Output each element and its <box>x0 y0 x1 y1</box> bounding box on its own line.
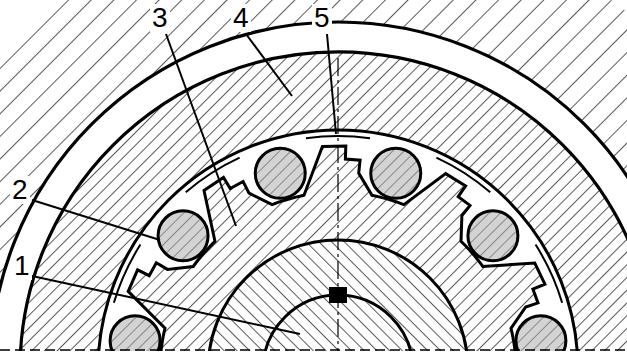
leader-lines <box>32 34 336 334</box>
leader-line <box>327 34 336 134</box>
sleeve-band <box>0 22 627 351</box>
cage-strip <box>436 158 490 193</box>
leader-line <box>246 34 292 96</box>
callout-number: 3 <box>150 4 170 32</box>
callout-number: 5 <box>312 4 332 32</box>
callout-number: 1 <box>12 252 32 280</box>
leader-line <box>32 276 300 334</box>
outer-ring <box>20 52 627 351</box>
leader-line <box>32 200 160 240</box>
cage-strip <box>306 136 370 138</box>
leader-line <box>166 34 236 226</box>
section-line <box>0 349 627 351</box>
center-line <box>337 58 338 351</box>
cage-strip <box>536 245 563 303</box>
roller <box>158 211 208 261</box>
roller <box>516 316 566 351</box>
callout-number: 2 <box>10 176 30 204</box>
roller <box>468 211 518 261</box>
roller <box>371 148 421 198</box>
housing-bore <box>0 22 627 351</box>
callout-number: 4 <box>231 4 251 32</box>
ring-outer-edge <box>20 52 627 351</box>
roller <box>255 148 305 198</box>
roller <box>110 316 160 351</box>
